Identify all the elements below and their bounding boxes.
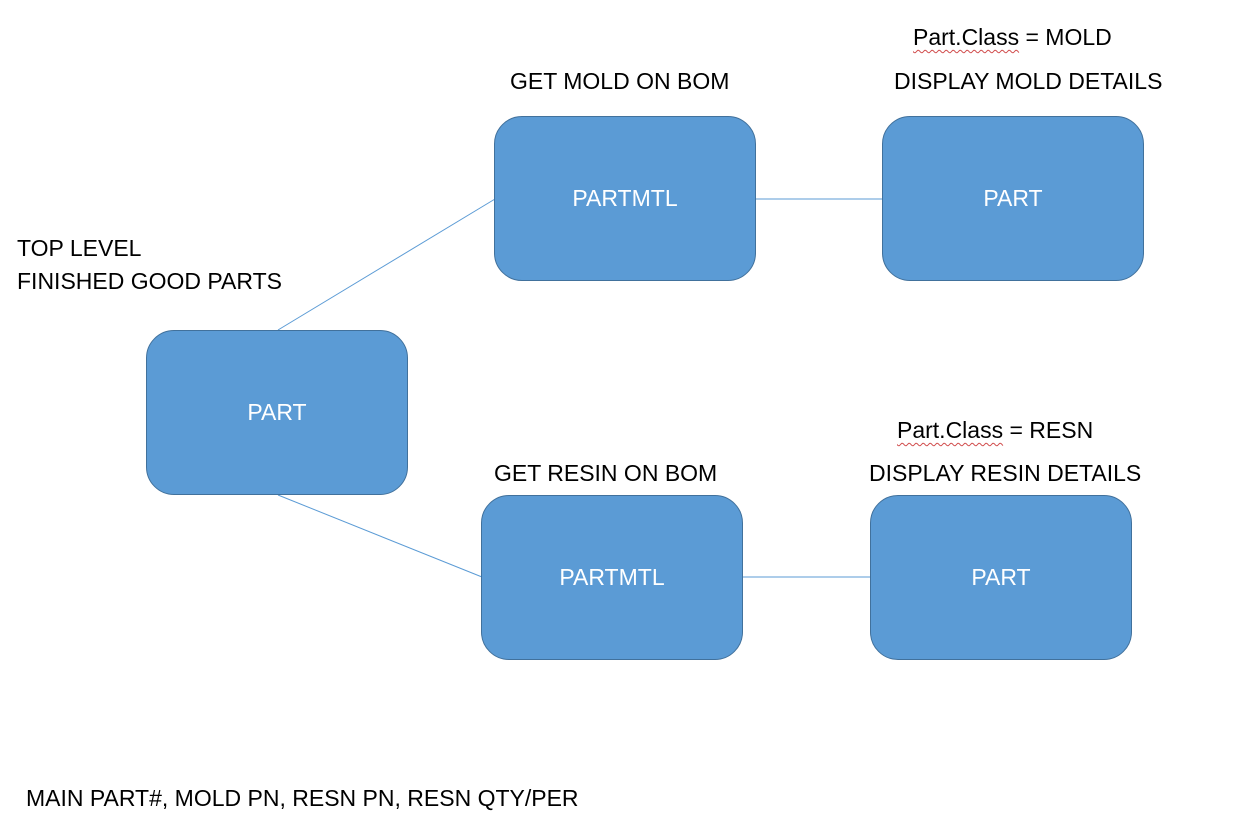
footer-fields-note: MAIN PART#, MOLD PN, RESN PN, RESN QTY/P… xyxy=(26,785,579,811)
node-mold-partmtl-label: PARTMTL xyxy=(572,185,678,211)
connector-root-to-mold-partmtl xyxy=(277,198,496,331)
top-level-annotation: TOP LEVEL FINISHED GOOD PARTS xyxy=(17,232,282,298)
mold-class-value: = MOLD xyxy=(1019,24,1112,50)
node-resin-partmtl: PARTMTL xyxy=(481,495,743,660)
resin-class-annotation: Part.Class = RESN xyxy=(897,414,1093,447)
get-resin-annotation: GET RESIN ON BOM xyxy=(494,460,718,486)
connector-root-to-resin-partmtl xyxy=(277,494,483,578)
top-level-line-2: FINISHED GOOD PARTS xyxy=(17,268,282,294)
node-root-part-label: PART xyxy=(247,399,307,425)
node-resin-partmtl-label: PARTMTL xyxy=(559,564,665,590)
node-mold-part-label: PART xyxy=(983,185,1043,211)
mold-class-term: Part.Class xyxy=(913,24,1020,50)
resin-class-term: Part.Class xyxy=(897,417,1004,443)
node-root-part: PART xyxy=(146,330,408,495)
node-resin-part: PART xyxy=(870,495,1132,660)
display-mold-annotation: DISPLAY MOLD DETAILS xyxy=(894,68,1163,94)
node-mold-partmtl: PARTMTL xyxy=(494,116,756,281)
display-resin-annotation: DISPLAY RESIN DETAILS xyxy=(869,460,1142,486)
top-level-line-1: TOP LEVEL xyxy=(17,235,142,261)
node-mold-part: PART xyxy=(882,116,1144,281)
resin-class-value: = RESN xyxy=(1003,417,1094,443)
get-mold-annotation: GET MOLD ON BOM xyxy=(510,68,730,94)
mold-class-annotation: Part.Class = MOLD xyxy=(913,21,1112,54)
node-resin-part-label: PART xyxy=(971,564,1031,590)
